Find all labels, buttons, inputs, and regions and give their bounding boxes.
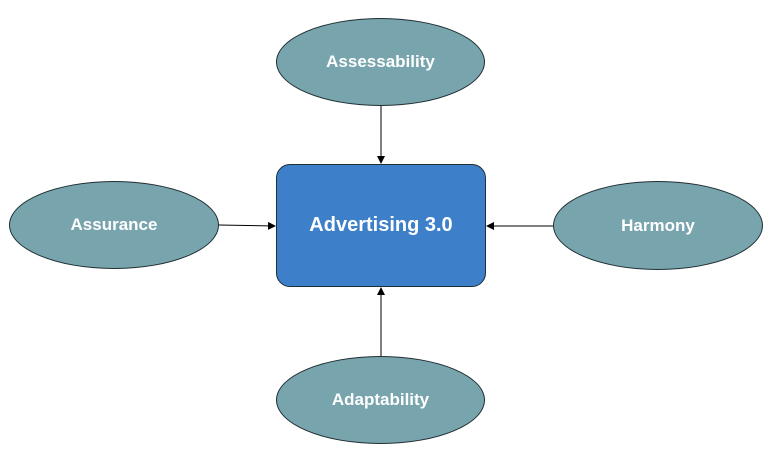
node-assurance: Assurance xyxy=(9,181,219,269)
center-node-advertising: Advertising 3.0 xyxy=(276,164,486,287)
edge-assurance-to-center xyxy=(218,221,276,230)
node-adaptability: Adaptability xyxy=(276,356,485,444)
node-assessability: Assessability xyxy=(276,18,485,106)
node-harmony: Harmony xyxy=(553,181,763,270)
